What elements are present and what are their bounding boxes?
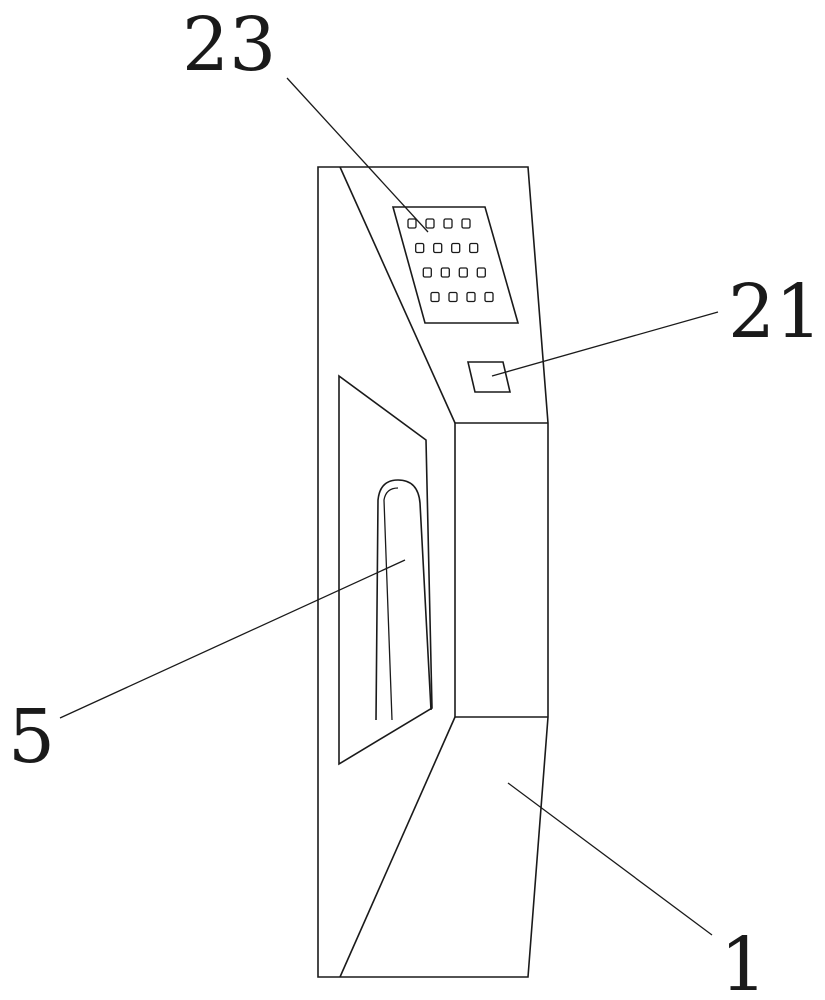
label-keypad: 23 xyxy=(182,2,276,88)
keypad-key xyxy=(466,291,476,303)
keypad-key xyxy=(440,267,450,278)
keypad-key xyxy=(430,291,440,303)
sensor-window xyxy=(466,361,512,393)
keypad-key xyxy=(451,242,461,254)
keypad-key xyxy=(422,267,432,278)
keypad-key xyxy=(415,242,425,254)
lower-slant-edge xyxy=(339,716,456,978)
keypad-key xyxy=(425,218,435,229)
leader-body xyxy=(507,782,713,936)
keypad-key xyxy=(461,218,471,229)
keypad-key xyxy=(448,291,458,303)
keypad-panel xyxy=(391,206,520,324)
keypad-key xyxy=(433,242,443,254)
handle-inner xyxy=(383,487,399,721)
keypad-key xyxy=(484,291,494,303)
leader-keypad xyxy=(286,77,429,233)
housing-outline xyxy=(317,166,549,978)
handle-outer xyxy=(375,479,432,721)
keypad-keys xyxy=(407,218,494,303)
label-body: 1 xyxy=(720,922,767,1000)
leader-sensor xyxy=(491,311,719,377)
upper-slant-edge xyxy=(339,166,456,424)
keypad-key xyxy=(458,267,468,278)
leader-handle xyxy=(59,559,406,719)
handle-recess-panel xyxy=(338,374,433,766)
label-sensor: 21 xyxy=(728,269,822,355)
keypad-key xyxy=(443,218,453,229)
keypad-key xyxy=(469,242,479,254)
keypad-key xyxy=(407,218,417,229)
keypad-key xyxy=(476,267,486,278)
label-handle: 5 xyxy=(8,694,55,780)
